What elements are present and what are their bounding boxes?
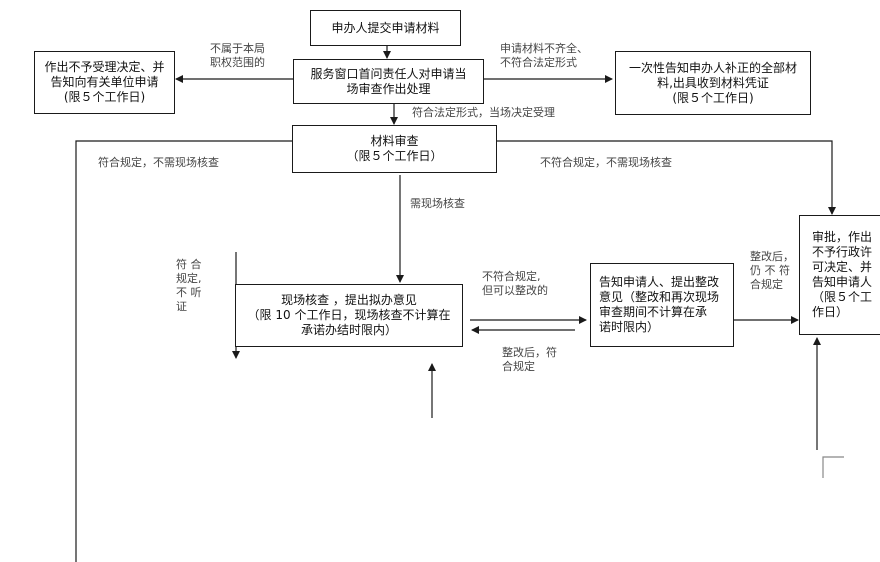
node-rectify-notice: 告知申请人、提出整改 意见（整改和再次现场 审查期间不计算在承 诺时限内）: [590, 263, 734, 347]
node-material-review: 材料审查 （限５个工作日）: [292, 125, 497, 173]
node-submit: 申办人提交申请材料: [310, 10, 461, 46]
node-notify-supplement: 一次性告知申办人补正的全部材 料,出具收到材料凭证 (限５个工作日): [615, 51, 811, 115]
label-after-rectify-compliant: 整改后，符 合规定: [502, 346, 557, 373]
node-window-review: 服务窗口首问责任人对申请当 场审查作出处理: [293, 59, 484, 104]
label-not-in-scope: 不属于本局 职权范围的: [210, 42, 265, 69]
arrow-review-to-approval: [497, 140, 836, 215]
line-review-left-branch: [75, 140, 292, 562]
label-after-rectify-noncompliant: 整改后， 仍 不 符 合规定: [750, 250, 794, 291]
label-compliant-no-check-left: 符合规定，不需现场核查: [98, 156, 219, 169]
corner-mark: [822, 456, 844, 478]
node-onsite-check: 现场核查 ，提出拟办意见 （限 10 个工作日，现场核查不计算在 承诺办结时限内…: [235, 284, 463, 347]
label-incomplete: 申请材料不齐全、 不符合法定形式: [500, 42, 588, 69]
node-approval: 审批，作出 不予行政许 可决定、并 告知申请人 （限５个工 作日）: [799, 215, 880, 335]
label-compliant-no-hearing: 符 合 规定, 不 听 证: [176, 258, 202, 313]
label-noncompliant-rectifiable: 不符合规定, 但可以整改的: [482, 270, 548, 297]
label-need-onsite: 需现场核查: [410, 197, 465, 210]
node-reject: 作出不予受理决定、并 告知向有关单位申请 (限５个工作日): [34, 51, 175, 114]
label-accept: 符合法定形式，当场决定受理: [412, 106, 555, 119]
label-noncompliant-no-check-right: 不符合规定，不需现场核查: [540, 156, 672, 169]
